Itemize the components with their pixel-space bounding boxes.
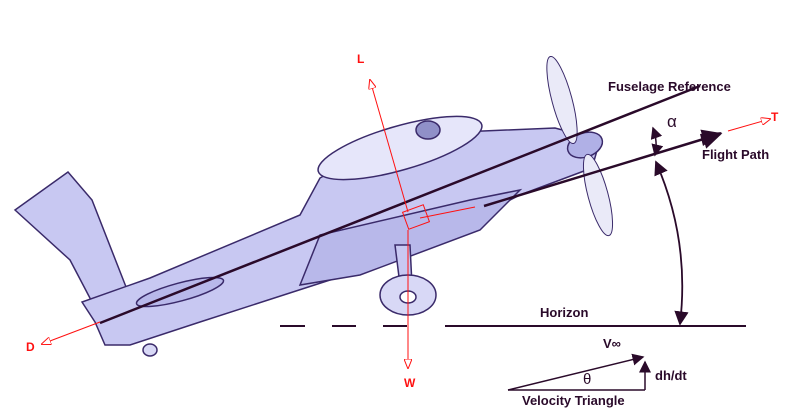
lift-label: L — [357, 52, 365, 66]
flight-path-line — [483, 129, 723, 208]
tail-wheel — [142, 343, 158, 357]
flight-path-label: Flight Path — [702, 147, 770, 162]
theta-arc — [654, 160, 689, 326]
weight-label: W — [404, 376, 416, 390]
center-of-gravity-marker — [401, 204, 431, 230]
velocity-triangle — [507, 353, 651, 391]
fuselage-reference-line — [99, 84, 701, 325]
drag-vector — [42, 321, 101, 344]
tail-fin — [13, 170, 130, 303]
canopy — [317, 115, 483, 181]
fuselage-reference-label: Fuselage Reference — [608, 79, 731, 94]
alpha-label: α — [667, 112, 677, 131]
alpha-arc — [650, 126, 664, 157]
velocity-triangle-label: Velocity Triangle — [522, 393, 625, 408]
propeller-upper — [546, 55, 578, 145]
airplane — [13, 55, 614, 357]
horizon-label: Horizon — [540, 305, 589, 320]
flight-path-arrowhead — [700, 132, 722, 146]
v-infinity-label: V∞ — [603, 336, 621, 351]
theta-label: θ — [583, 371, 592, 388]
pilot-helmet — [415, 120, 441, 140]
thrust-label: T — [771, 110, 779, 124]
thrust-vector — [727, 119, 770, 132]
drag-label: D — [26, 340, 35, 354]
dh-dt-label: dh/dt — [655, 368, 687, 383]
propeller-lower — [582, 153, 614, 237]
lift-vector — [370, 80, 409, 213]
